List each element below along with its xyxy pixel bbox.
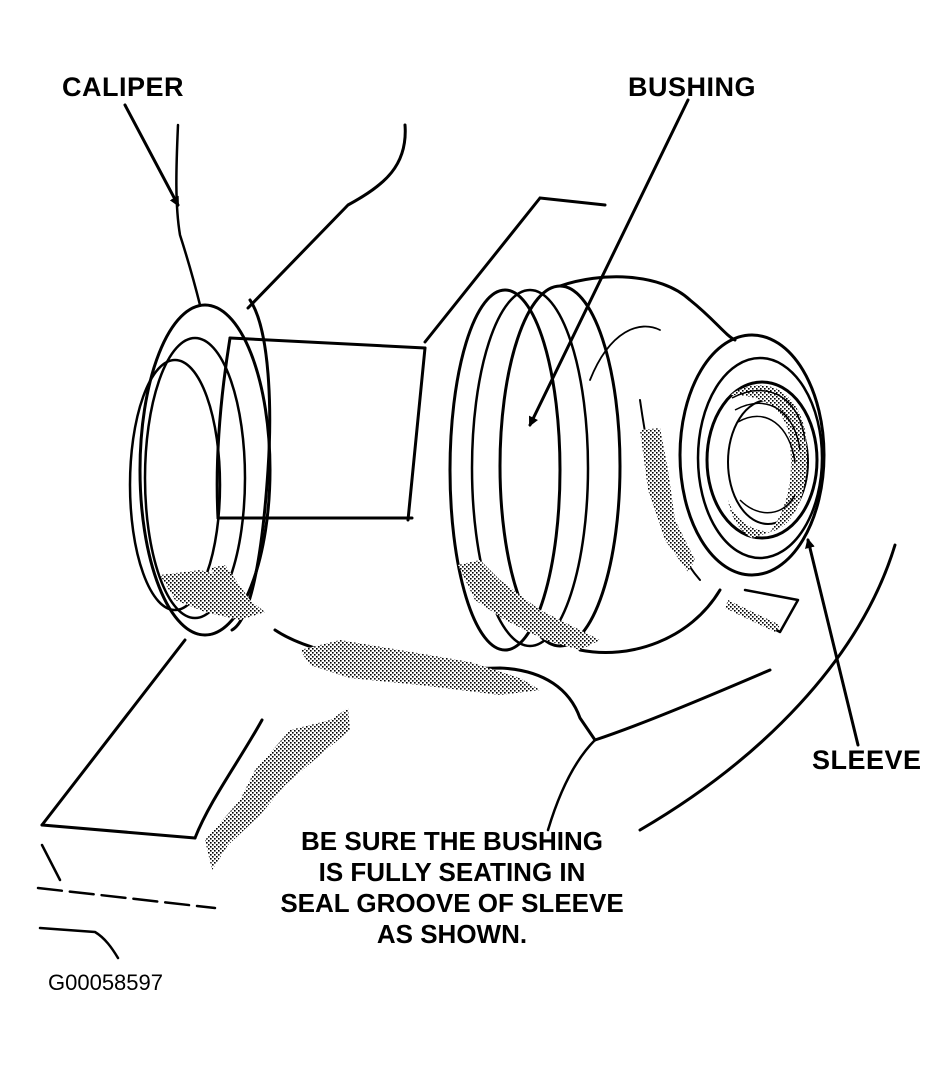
- installation-note-line: BE SURE THE BUSHING: [301, 826, 603, 856]
- caliper-body-right-lower: [595, 670, 770, 740]
- shading-sleeve-thread: [730, 385, 807, 532]
- left-boot-ring-outer: [140, 305, 270, 635]
- shading-left-boot: [160, 570, 265, 620]
- shading-bushing-seal: [458, 560, 600, 650]
- caliper-label: CALIPER: [62, 72, 185, 102]
- bushing-cone-bottom: [580, 590, 720, 653]
- sleeve-thread-line-1: [732, 390, 805, 440]
- shading-caliper-groove: [300, 640, 540, 695]
- caliper-cut-line-left: [42, 845, 60, 880]
- caliper-body-bottom-edge: [42, 825, 195, 838]
- caliper-leader-arrow: [125, 105, 178, 207]
- caliper-body-lower-left-edge: [42, 640, 185, 825]
- sleeve-collar-inner: [698, 358, 822, 558]
- caliper-cut-line-bottom: [38, 888, 215, 908]
- installation-note: BE SURE THE BUSHING IS FULLY SEATING IN …: [262, 826, 642, 950]
- shading-caliper-gash: [205, 708, 350, 870]
- sleeve-leader-arrow: [805, 538, 858, 745]
- installation-note-line: SEAL GROOVE OF SLEEVE: [280, 888, 624, 918]
- caliper-notch: [548, 740, 595, 830]
- shading-sleeve-thread-low: [728, 500, 770, 538]
- caliper-leader-line: [176, 125, 200, 305]
- installation-note-line: AS SHOWN.: [376, 919, 528, 949]
- sleeve-label: SLEEVE: [812, 745, 922, 775]
- shading-side-bevel: [725, 600, 780, 632]
- sleeve-hex-left: [217, 338, 230, 518]
- left-boot-ring-mid: [145, 338, 245, 618]
- sleeve-thread-line-4: [740, 495, 795, 513]
- shading-left-boot-groove: [210, 565, 250, 605]
- bushing-cone-crease: [590, 327, 660, 380]
- sleeve-thread-line-3: [738, 416, 795, 462]
- sleeve-hex-right: [408, 348, 425, 520]
- shading-bushing-inner: [640, 428, 695, 572]
- bushing-leader-arrow: [530, 100, 688, 427]
- caliper-boss-edge: [425, 198, 605, 342]
- bushing-ring-1: [450, 290, 560, 650]
- bushing-ring-2: [472, 290, 588, 646]
- caliper-body-inner-edge: [195, 720, 262, 838]
- sleeve-bore: [707, 382, 817, 538]
- sleeve-thread-line-2: [735, 403, 800, 450]
- sleeve-collar-outer: [680, 335, 824, 575]
- left-boot-ring-inner: [130, 360, 220, 610]
- bushing-cone-top: [560, 277, 735, 340]
- caliper-body-right-curve: [640, 545, 895, 830]
- bushing-label: BUSHING: [628, 72, 757, 102]
- installation-note-line: IS FULLY SEATING IN: [318, 857, 586, 887]
- caliper-cut-line-lower: [40, 928, 118, 958]
- sleeve-hex-top: [230, 338, 425, 348]
- figure-id: G00058597: [48, 970, 163, 995]
- caliper-body-upper-edge: [248, 125, 405, 308]
